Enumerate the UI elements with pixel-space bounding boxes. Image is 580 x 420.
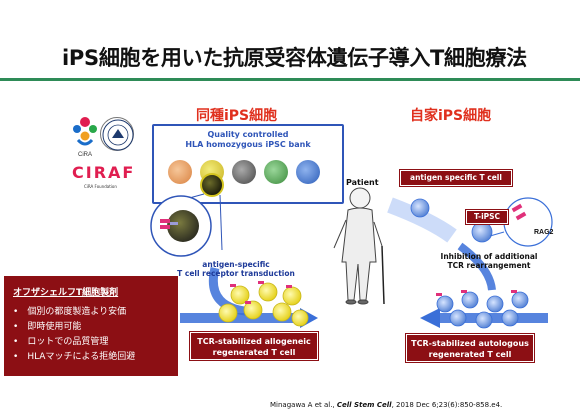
university-seal-icon [100,117,134,151]
allogeneic-heading: 同種iPS細胞 [196,108,278,124]
autologous-t-cells [410,198,529,329]
inhibition-label: Inhibition of additional TCR rearrangeme… [440,252,538,270]
citation: Minagawa A et al., Cell Stem Cell, 2018 … [270,401,503,409]
off-the-shelf-title: オフザシェルフT細胞製剤 [13,288,119,298]
list-item: 個別の都度製造より安価 [13,305,135,320]
tcr-receptor-icon [160,219,178,229]
off-the-shelf-list: 個別の都度製造より安価 即時使用可能 ロットでの品質管理 HLAマッチによる拒絶… [13,305,135,365]
selected-ipsc-cell [200,173,224,197]
ciraf-logo: CIRAF [72,163,136,182]
allogeneic-result-box: TCR-stabilized allogeneic regenerated T … [190,332,318,360]
ciraf-logo-subtitle: CiRA Foundation [84,184,117,189]
slide-title: iPS細胞を用いた抗原受容体遺伝子導入T細胞療法 [62,46,527,70]
rag2-label: RAG2 [534,229,554,236]
rag2-zoom-circle [503,197,553,247]
patient-figure [333,187,385,305]
off-the-shelf-box: オフザシェルフT細胞製剤 個別の都度製造より安価 即時使用可能 ロットでの品質管… [4,276,178,376]
ipsc-cell-green [264,160,288,184]
allogeneic-t-cells-cluster [218,281,309,327]
tcr-transduction-label: antigen-specific T cell receptor transdu… [177,260,295,278]
cira-logo-text: CiRA [78,152,92,158]
autologous-result-box: TCR-stabilized autologous regenerated T … [406,334,534,362]
patient-label: Patient [346,178,379,187]
ipsc-cell-orange [168,160,192,184]
list-item: 即時使用可能 [13,320,135,335]
cira-logo-icon: CiRA [73,117,97,158]
ipsc-cell-blue [296,160,320,184]
bank-title-line2: HLA homozygous iPSC bank [185,140,311,149]
antigen-specific-box: antigen specific T cell [400,170,512,186]
autologous-heading: 自家iPS細胞 [410,108,492,124]
list-item: HLAマッチによる拒絶回避 [13,350,135,365]
bank-title-line1: Quality controlled [207,130,289,139]
ipsc-bank-box: Quality controlled HLA homozygous iPSC b… [152,124,344,204]
list-item: ロットでの品質管理 [13,335,135,350]
citation-journal: Cell Stem Cell [336,401,392,409]
tipsc-box: T-iPSC [466,210,508,224]
title-divider [0,78,580,81]
ipsc-cell-gray [232,160,256,184]
